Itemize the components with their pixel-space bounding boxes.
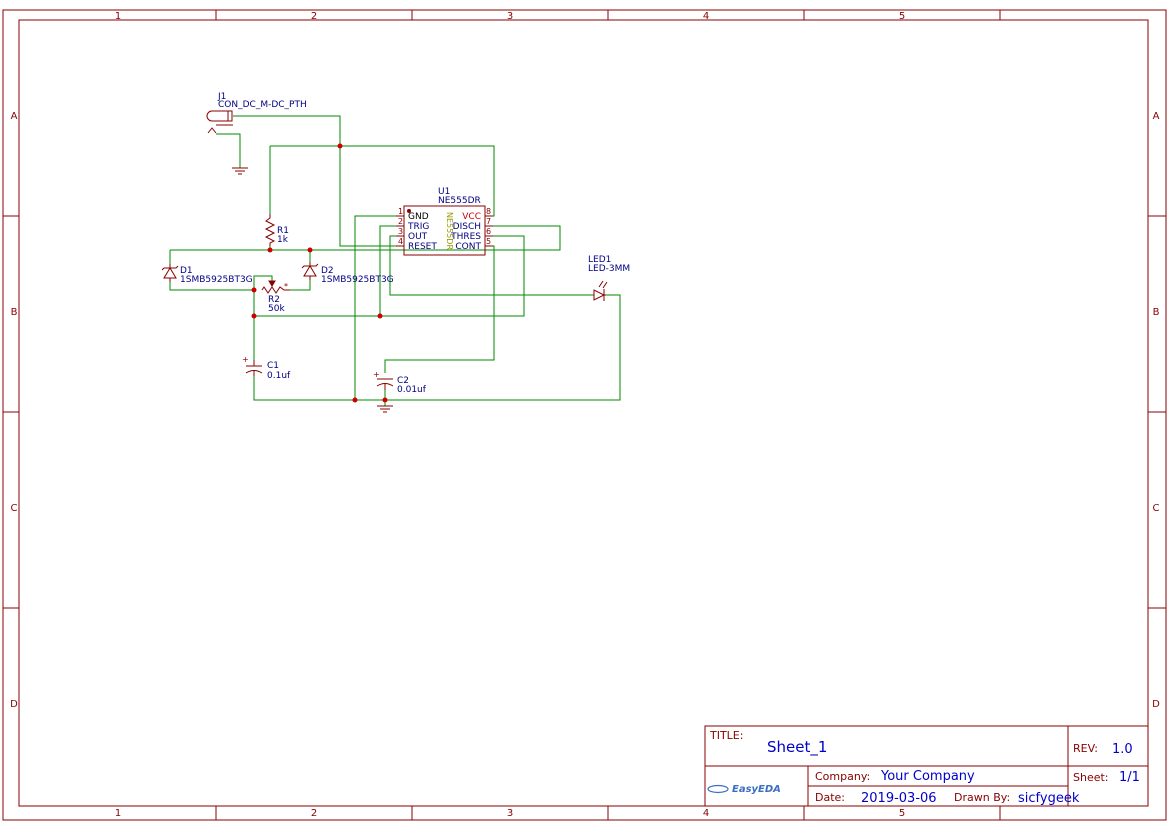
ground-icon-main [377,405,393,413]
zone-ticks [3,10,1166,820]
r1-resistor [264,214,276,246]
col-label-top-1: 1 [115,11,121,22]
r1-value: 1k [277,235,289,245]
drawn-by-value: sicfygeek [1018,791,1080,806]
svg-text:+: + [242,355,249,364]
u1-ne555-chip [396,205,493,256]
sheet-value: 1/1 [1119,770,1140,785]
d1-value: 1SMB5925BT3G [180,275,253,285]
u1-pin7-name: DISCH [453,222,481,232]
u1-pin3-num: 3 [398,227,403,236]
u1-pin8-num: 8 [486,207,491,216]
j1-ref: J1 [217,92,226,102]
inner-frame [18,19,1149,807]
title-value: Sheet_1 [767,738,827,757]
d2-ref: D2 [321,266,334,276]
col-label-bottom-5: 5 [899,808,905,819]
row-label-right-c: C [1153,503,1160,514]
u1-pin2-num: 2 [398,217,403,226]
r2-ref: R2 [268,295,280,305]
u1-pin1-num: 1 [398,207,403,216]
u1-pin7-num: 7 [486,217,491,226]
r2-value: 50k [268,304,285,314]
led1-ref: LED1 [588,255,611,265]
u1-pin4-name: RESET [408,242,437,252]
easyeda-logo-icon: EasyEDA [707,784,781,795]
rev-label: REV: [1073,742,1098,755]
row-label-left-b: B [11,307,18,318]
ground-icon-j1 [232,167,248,175]
r1-ref: R1 [277,226,289,236]
row-label-left-c: C [11,503,18,514]
outer-frame [2,9,1167,821]
c2-ref: C2 [397,376,409,386]
u1-pin3-name: OUT [408,232,428,242]
rev-value: 1.0 [1112,742,1133,757]
svg-text:+: + [373,370,380,379]
d2-value: 1SMB5925BT3G [321,275,394,285]
led1-value: LED-3MM [588,264,630,274]
c1-capacitor: + [242,355,263,376]
svg-text:EasyEDA: EasyEDA [732,784,781,795]
u1-pin4-num: 4 [398,237,403,246]
u1-pin1-name: GND [408,212,429,222]
u1-pin5-num: 5 [486,237,491,246]
u1-pin6-num: 6 [486,227,491,236]
c1-value: 0.1uf [267,371,291,381]
u1-ref: U1 [438,187,450,197]
j1-dc-jack [206,110,233,134]
u1-pin2-name: TRIG [407,222,429,232]
d1-ref: D1 [180,266,193,276]
r2-potentiometer: * [261,280,290,294]
col-label-top-3: 3 [507,11,513,22]
col-label-bottom-1: 1 [115,808,121,819]
wires [169,115,621,406]
company-label: Company: [815,770,870,783]
col-label-top-4: 4 [703,11,709,22]
d1-zener-diode [161,264,179,282]
col-label-top-2: 2 [311,11,317,22]
title-block [704,725,1149,807]
c1-ref: C1 [267,361,279,371]
company-value: Your Company [880,769,975,784]
u1-pin5-name: CONT [455,242,481,252]
date-label: Date: [815,791,845,804]
u1-pin6-name: THRES [450,232,481,242]
drawn-by-label: Drawn By: [954,791,1010,804]
u1-value: NE555DR [438,196,481,206]
svg-text:*: * [284,282,288,291]
sheet-label: Sheet: [1073,771,1109,784]
title-label: TITLE: [709,729,743,742]
col-label-bottom-2: 2 [311,808,317,819]
row-label-left-a: A [11,111,18,122]
u1-body-text: NE555DR [445,212,454,250]
col-label-bottom-3: 3 [507,808,513,819]
u1-pin8-name: VCC [462,212,481,222]
d2-zener-diode [301,262,319,280]
junctions [251,143,388,403]
row-label-right-d: D [1152,699,1160,710]
c2-capacitor: + [373,370,394,390]
date-value: 2019-03-06 [861,791,937,806]
row-label-right-b: B [1153,307,1160,318]
c2-value: 0.01uf [397,385,427,395]
col-label-top-5: 5 [899,11,905,22]
j1-value: CON_DC_M-DC_PTH [218,100,307,110]
led1-diode [593,280,608,301]
row-label-left-d: D [10,699,18,710]
row-label-right-a: A [1153,111,1160,122]
col-label-bottom-4: 4 [703,808,709,819]
